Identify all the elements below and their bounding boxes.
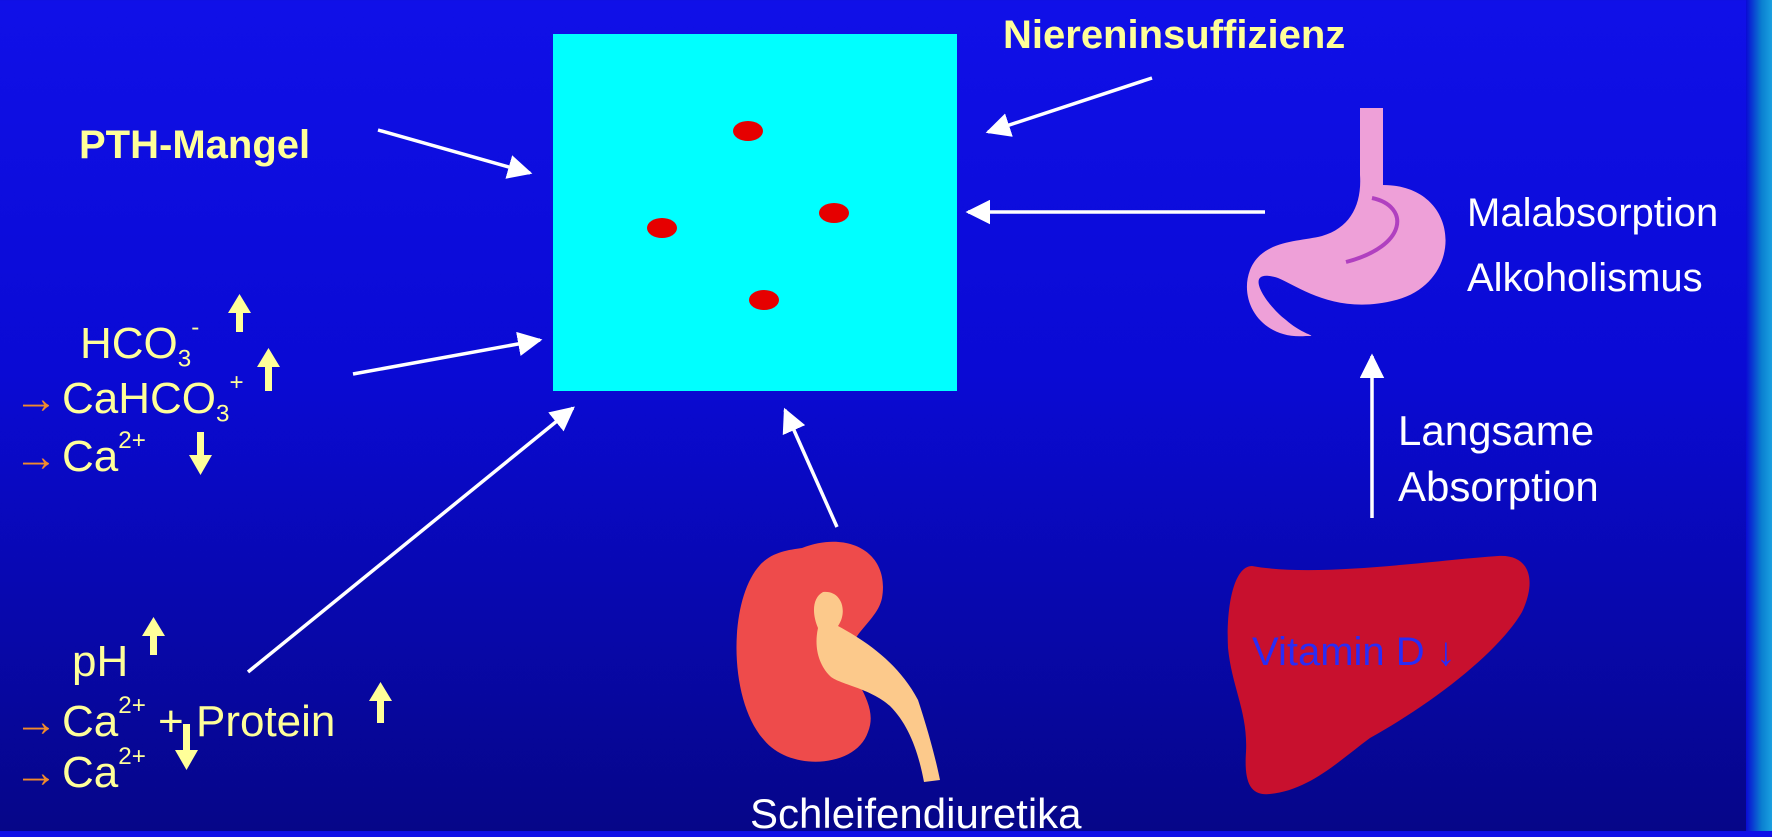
label-absorption: Absorption — [1398, 466, 1599, 508]
arrow-pth — [378, 130, 530, 173]
formula-ca-protein: →Ca2+ + Protein — [14, 700, 335, 744]
up-arrow-icon — [228, 294, 251, 332]
right-arrow-icon: → — [14, 432, 58, 481]
label-niereninsuffizienz: Niereninsuffizienz — [1003, 15, 1345, 55]
calcium-dot — [819, 203, 849, 223]
up-arrow-icon — [257, 348, 280, 391]
label-vitamin-d: Vitamin D ↓ — [1252, 632, 1456, 672]
arrow-niere — [988, 78, 1152, 132]
formula-ca-2: →Ca2+ — [14, 751, 146, 795]
formula-ph: pH — [72, 640, 128, 684]
right-arrow-icon: → — [14, 748, 58, 797]
kidney-icon — [736, 542, 940, 782]
up-arrow-icon — [142, 617, 165, 655]
stomach-icon — [1247, 108, 1446, 336]
calcium-dot — [647, 218, 677, 238]
label-langsame: Langsame — [1398, 410, 1594, 452]
formula-ca-1: →Ca2+ — [14, 435, 146, 479]
label-pth: PTH-Mangel — [79, 125, 310, 165]
formula-cahco3: →CaHCO3+ — [14, 377, 244, 421]
calcium-dot — [749, 290, 779, 310]
arrow-ph — [248, 408, 573, 672]
arrow-hco3 — [353, 340, 540, 374]
right-arrow-icon: → — [14, 697, 58, 746]
label-schleifendiuretika: Schleifendiuretika — [750, 793, 1082, 835]
label-malabsorption: Malabsorption — [1467, 193, 1718, 233]
calcium-dot — [733, 121, 763, 141]
formula-hco3: HCO3- — [80, 322, 199, 366]
liver-icon — [1228, 556, 1530, 794]
plasma-box — [553, 34, 957, 391]
right-edge-accent — [1746, 0, 1772, 831]
up-arrow-icon — [369, 682, 392, 723]
label-alkoholismus: Alkoholismus — [1467, 258, 1703, 298]
right-arrow-icon: → — [14, 374, 58, 423]
arrow-kidney — [785, 410, 837, 527]
down-arrow-icon — [189, 432, 212, 475]
